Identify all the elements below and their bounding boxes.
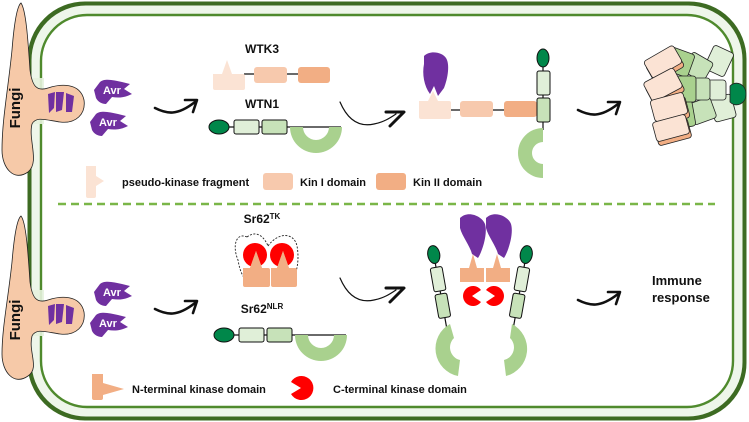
svg-text:Avr: Avr <box>103 85 122 97</box>
avr-icon: Avr <box>90 111 128 136</box>
n-terminal-kinase-domain-icon <box>92 374 124 400</box>
sr62-tk-label: Sr62TK <box>244 212 281 226</box>
sr62-complex <box>427 214 533 376</box>
sr62-nlr-label: Sr62NLR <box>241 302 284 316</box>
legend-top: pseudo-kinase fragment Kin I domain Kin … <box>86 166 482 198</box>
legend-label: N-terminal kinase domain <box>132 384 266 396</box>
legend-label: C-terminal kinase domain <box>333 384 467 396</box>
avr-icon: Avr <box>90 312 128 337</box>
avr-icon: Avr <box>94 79 132 104</box>
fungi-top: Fungi <box>1 2 85 176</box>
fungi-label-top: Fungi <box>7 88 24 129</box>
pseudo-kinase-fragment-icon <box>86 166 104 198</box>
legend-label: pseudo-kinase fragment <box>122 177 249 189</box>
kin-i-domain-icon <box>263 173 293 190</box>
wtn1-label: WTN1 <box>245 97 279 111</box>
sr62-tk-protein <box>234 233 299 287</box>
kin-ii-domain-icon <box>376 173 406 190</box>
svg-text:Avr: Avr <box>99 117 118 129</box>
fungi-bottom: Fungi <box>1 215 85 380</box>
avr-icon: Avr <box>94 281 132 306</box>
c-terminal-kinase-domain-icon <box>291 376 314 400</box>
svg-text:Avr: Avr <box>99 318 118 330</box>
svg-text:Avr: Avr <box>103 287 122 299</box>
legend-label: Kin I domain <box>300 177 366 189</box>
fungi-label-bottom: Fungi <box>7 300 24 341</box>
wtk3-wtn1-complex <box>419 48 551 178</box>
legend-bottom: N-terminal kinase domain C-terminal kina… <box>92 374 467 400</box>
legend-label: Kin II domain <box>413 177 482 189</box>
wtk3-protein <box>213 60 330 90</box>
resistosome-icon <box>643 45 747 146</box>
cell-wall <box>27 1 747 421</box>
wtk3-label: WTK3 <box>245 42 279 56</box>
